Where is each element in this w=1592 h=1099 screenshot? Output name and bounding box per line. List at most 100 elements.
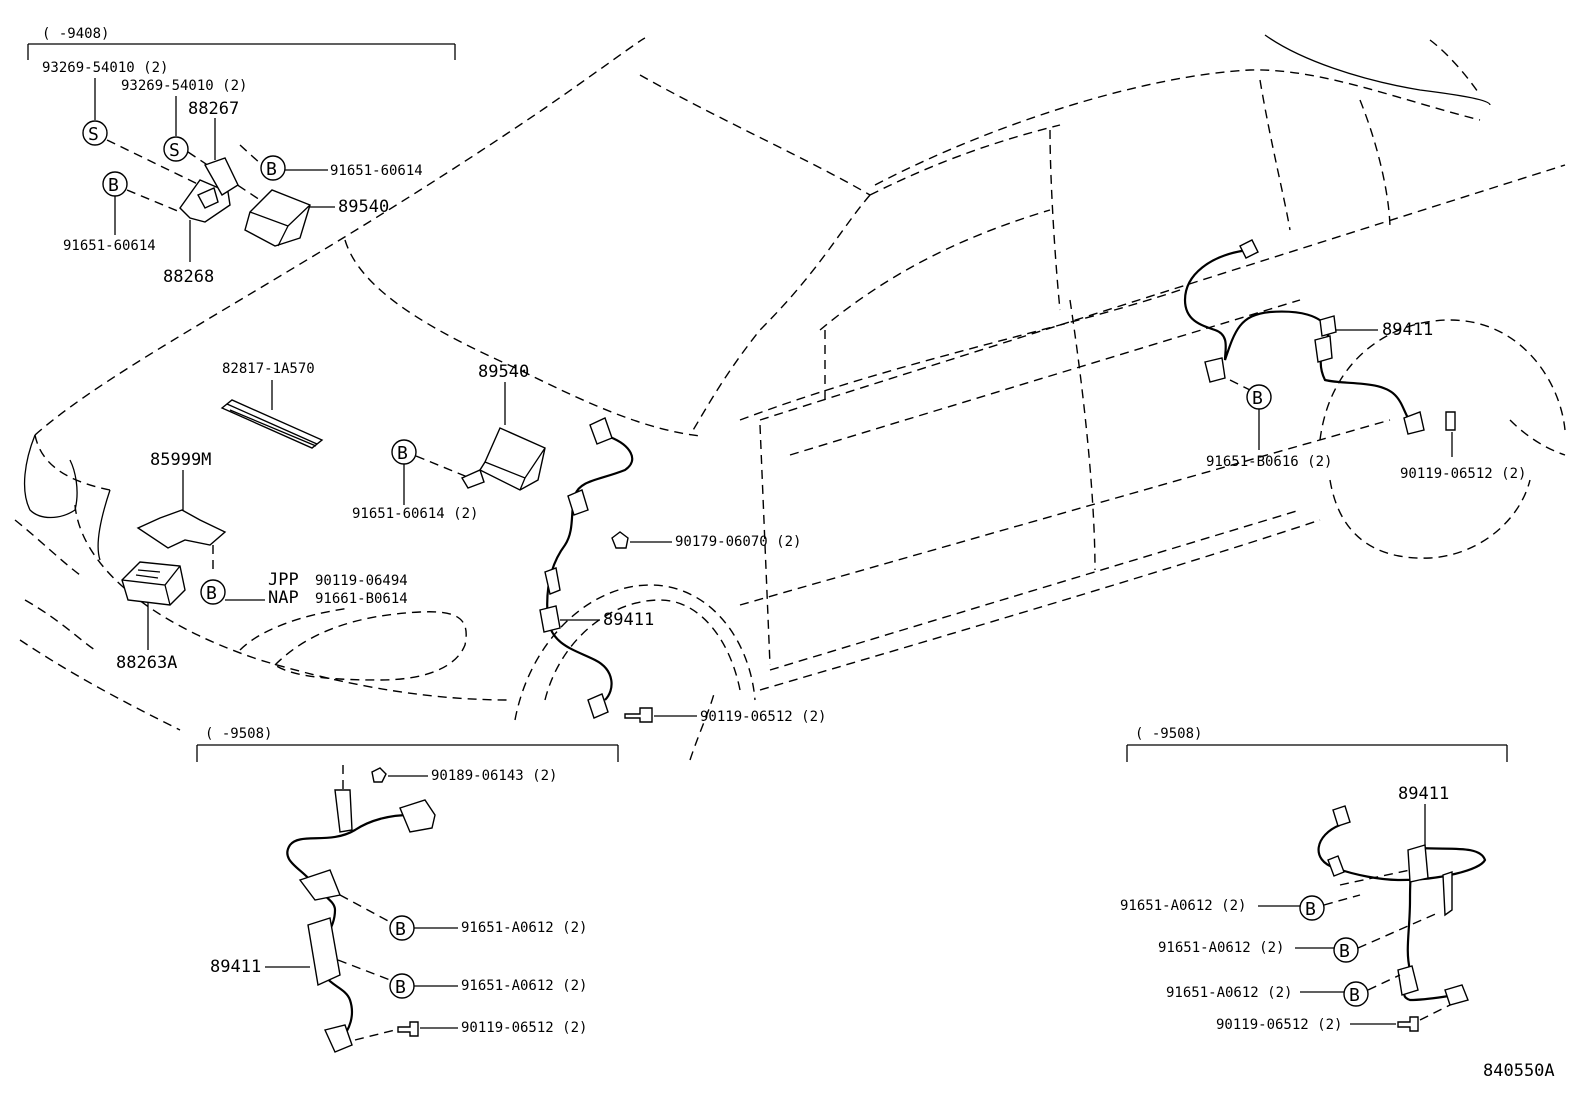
sensor-head [587, 693, 609, 719]
c-pillar [1259, 79, 1291, 231]
sensor-box-89540-b [478, 427, 546, 491]
label-88263a: 88263A [116, 653, 177, 673]
door-top-line [759, 164, 1566, 421]
sill-line [759, 519, 1321, 691]
wire-bracket [334, 789, 353, 833]
assembly-line [339, 894, 391, 923]
rear-sensor-wire [1183, 248, 1416, 426]
assembly-line [1229, 379, 1251, 391]
protector-ribs [226, 403, 318, 447]
group-top-left-label: ( -9408) [42, 26, 109, 42]
front-wheel-arch [514, 584, 756, 721]
diagram-code: 840550A [1483, 1061, 1555, 1081]
label-91651-60614-a: 91651-60614 [330, 163, 423, 179]
rear-wheel-arch [1319, 319, 1566, 441]
br-connector [1332, 805, 1351, 827]
group-bottom-left: ( -9508) [196, 726, 619, 762]
assembly-line [106, 139, 211, 191]
hood-rear-edge [344, 239, 701, 437]
rear-sensor-head [1403, 411, 1425, 435]
label-90119-06494: 90119-06494 [315, 573, 408, 589]
label-88268: 88268 [163, 267, 214, 287]
assembly-line [1357, 911, 1441, 949]
wire-clamp [1327, 855, 1345, 877]
screw-symbol-letter: S [88, 124, 99, 145]
label-91651-a0612-c: 91651-A0612 (2) [1120, 898, 1246, 914]
bumper-corner [34, 434, 111, 491]
bolt-symbol [200, 579, 226, 605]
wire-clamp [567, 489, 589, 516]
group-bottom-right: ( -9508) [1126, 726, 1508, 762]
bolt-symbol-letter: B [266, 159, 277, 180]
headlight-upper-line [239, 607, 351, 651]
front-bumper [74, 504, 511, 701]
wire-clamp [1397, 965, 1419, 996]
body-line-2 [739, 419, 1391, 606]
bolt-90119 [1397, 1016, 1419, 1032]
front-tyre [689, 689, 716, 761]
label-90179-06070: 90179-06070 (2) [675, 534, 801, 550]
rear-spoiler [1264, 34, 1491, 106]
screw-symbol [163, 136, 189, 162]
front-speed-sensor: 89411 90179-06070 (2) 90119-06512 (2) [539, 417, 826, 725]
roof-inner [869, 124, 1061, 196]
bolt-symbol [1343, 981, 1369, 1007]
grille-line [24, 599, 96, 651]
bolt-symbol-letter: B [1339, 941, 1350, 962]
label-89411-d: 89411 [1398, 784, 1449, 804]
bolt-symbol-letter: B [1252, 388, 1263, 409]
bl-connector [399, 799, 436, 833]
label-91661-b0614: 91661-B0614 [315, 591, 408, 607]
clip-90189 [371, 767, 387, 783]
label-90119-06512-d: 90119-06512 (2) [1216, 1017, 1342, 1033]
bolt-90119 [624, 707, 653, 723]
label-90119-06512-b: 90119-06512 (2) [1400, 466, 1526, 482]
assembly-line [1323, 894, 1361, 906]
bolt-symbol-letter: B [108, 175, 119, 196]
bl-sensor-head [324, 1024, 353, 1053]
bolt-symbol [1333, 937, 1359, 963]
label-90119-06512-a: 90119-06512 (2) [700, 709, 826, 725]
wire-bracket-long [307, 917, 341, 987]
assembly-line [1419, 1004, 1451, 1021]
sensor-box-89540 [244, 189, 311, 247]
assembly-line [1339, 869, 1411, 886]
group-bottom-right-label: ( -9508) [1135, 726, 1202, 742]
label-89411-b: 89411 [1382, 320, 1433, 340]
label-91651-a0612-e: 91651-A0612 (2) [1166, 985, 1292, 1001]
wire-clamp [1319, 315, 1337, 337]
sensor-box-edges [484, 447, 546, 491]
rear-sensor-connector [1239, 239, 1259, 259]
label-88267: 88267 [188, 99, 239, 119]
trunk-line [1429, 39, 1481, 96]
rear-bumper [1509, 419, 1566, 456]
wire-clamp [1314, 335, 1333, 363]
screw-symbol-letter: S [169, 140, 180, 161]
assembly-line [354, 1029, 396, 1041]
label-jpp: JPP [268, 570, 299, 590]
group-bottom-left-label: ( -9508) [205, 726, 272, 742]
label-93269-54010-b: 93269-54010 (2) [121, 78, 247, 94]
bolt-symbol [1299, 895, 1325, 921]
wire-bracket [1407, 844, 1429, 883]
label-90189-06143: 90189-06143 (2) [431, 768, 557, 784]
bolt-90119 [397, 1021, 419, 1037]
label-89411-c: 89411 [210, 957, 261, 977]
rear-window [1359, 99, 1391, 231]
screw-symbol [82, 120, 108, 146]
top-left-assembly: 93269-54010 (2) S 93269-54010 (2) S 8826… [42, 60, 423, 287]
bolt-symbol-letter: B [1305, 899, 1316, 920]
hood-front-edge [34, 37, 646, 436]
label-89540-a: 89540 [338, 197, 389, 217]
sensor-bracket-tab [460, 469, 485, 489]
bracket-85999m [136, 509, 227, 549]
bolt-90119 [1445, 411, 1456, 431]
bolt-symbol-letter: B [397, 443, 408, 464]
front-sensor-wire [546, 435, 634, 701]
front-sensor-connector [589, 417, 613, 445]
roof-line [874, 69, 1481, 186]
hood-top-edge [639, 74, 871, 196]
front-door-edge [759, 424, 771, 666]
bolt-symbol-letter: B [206, 583, 217, 604]
